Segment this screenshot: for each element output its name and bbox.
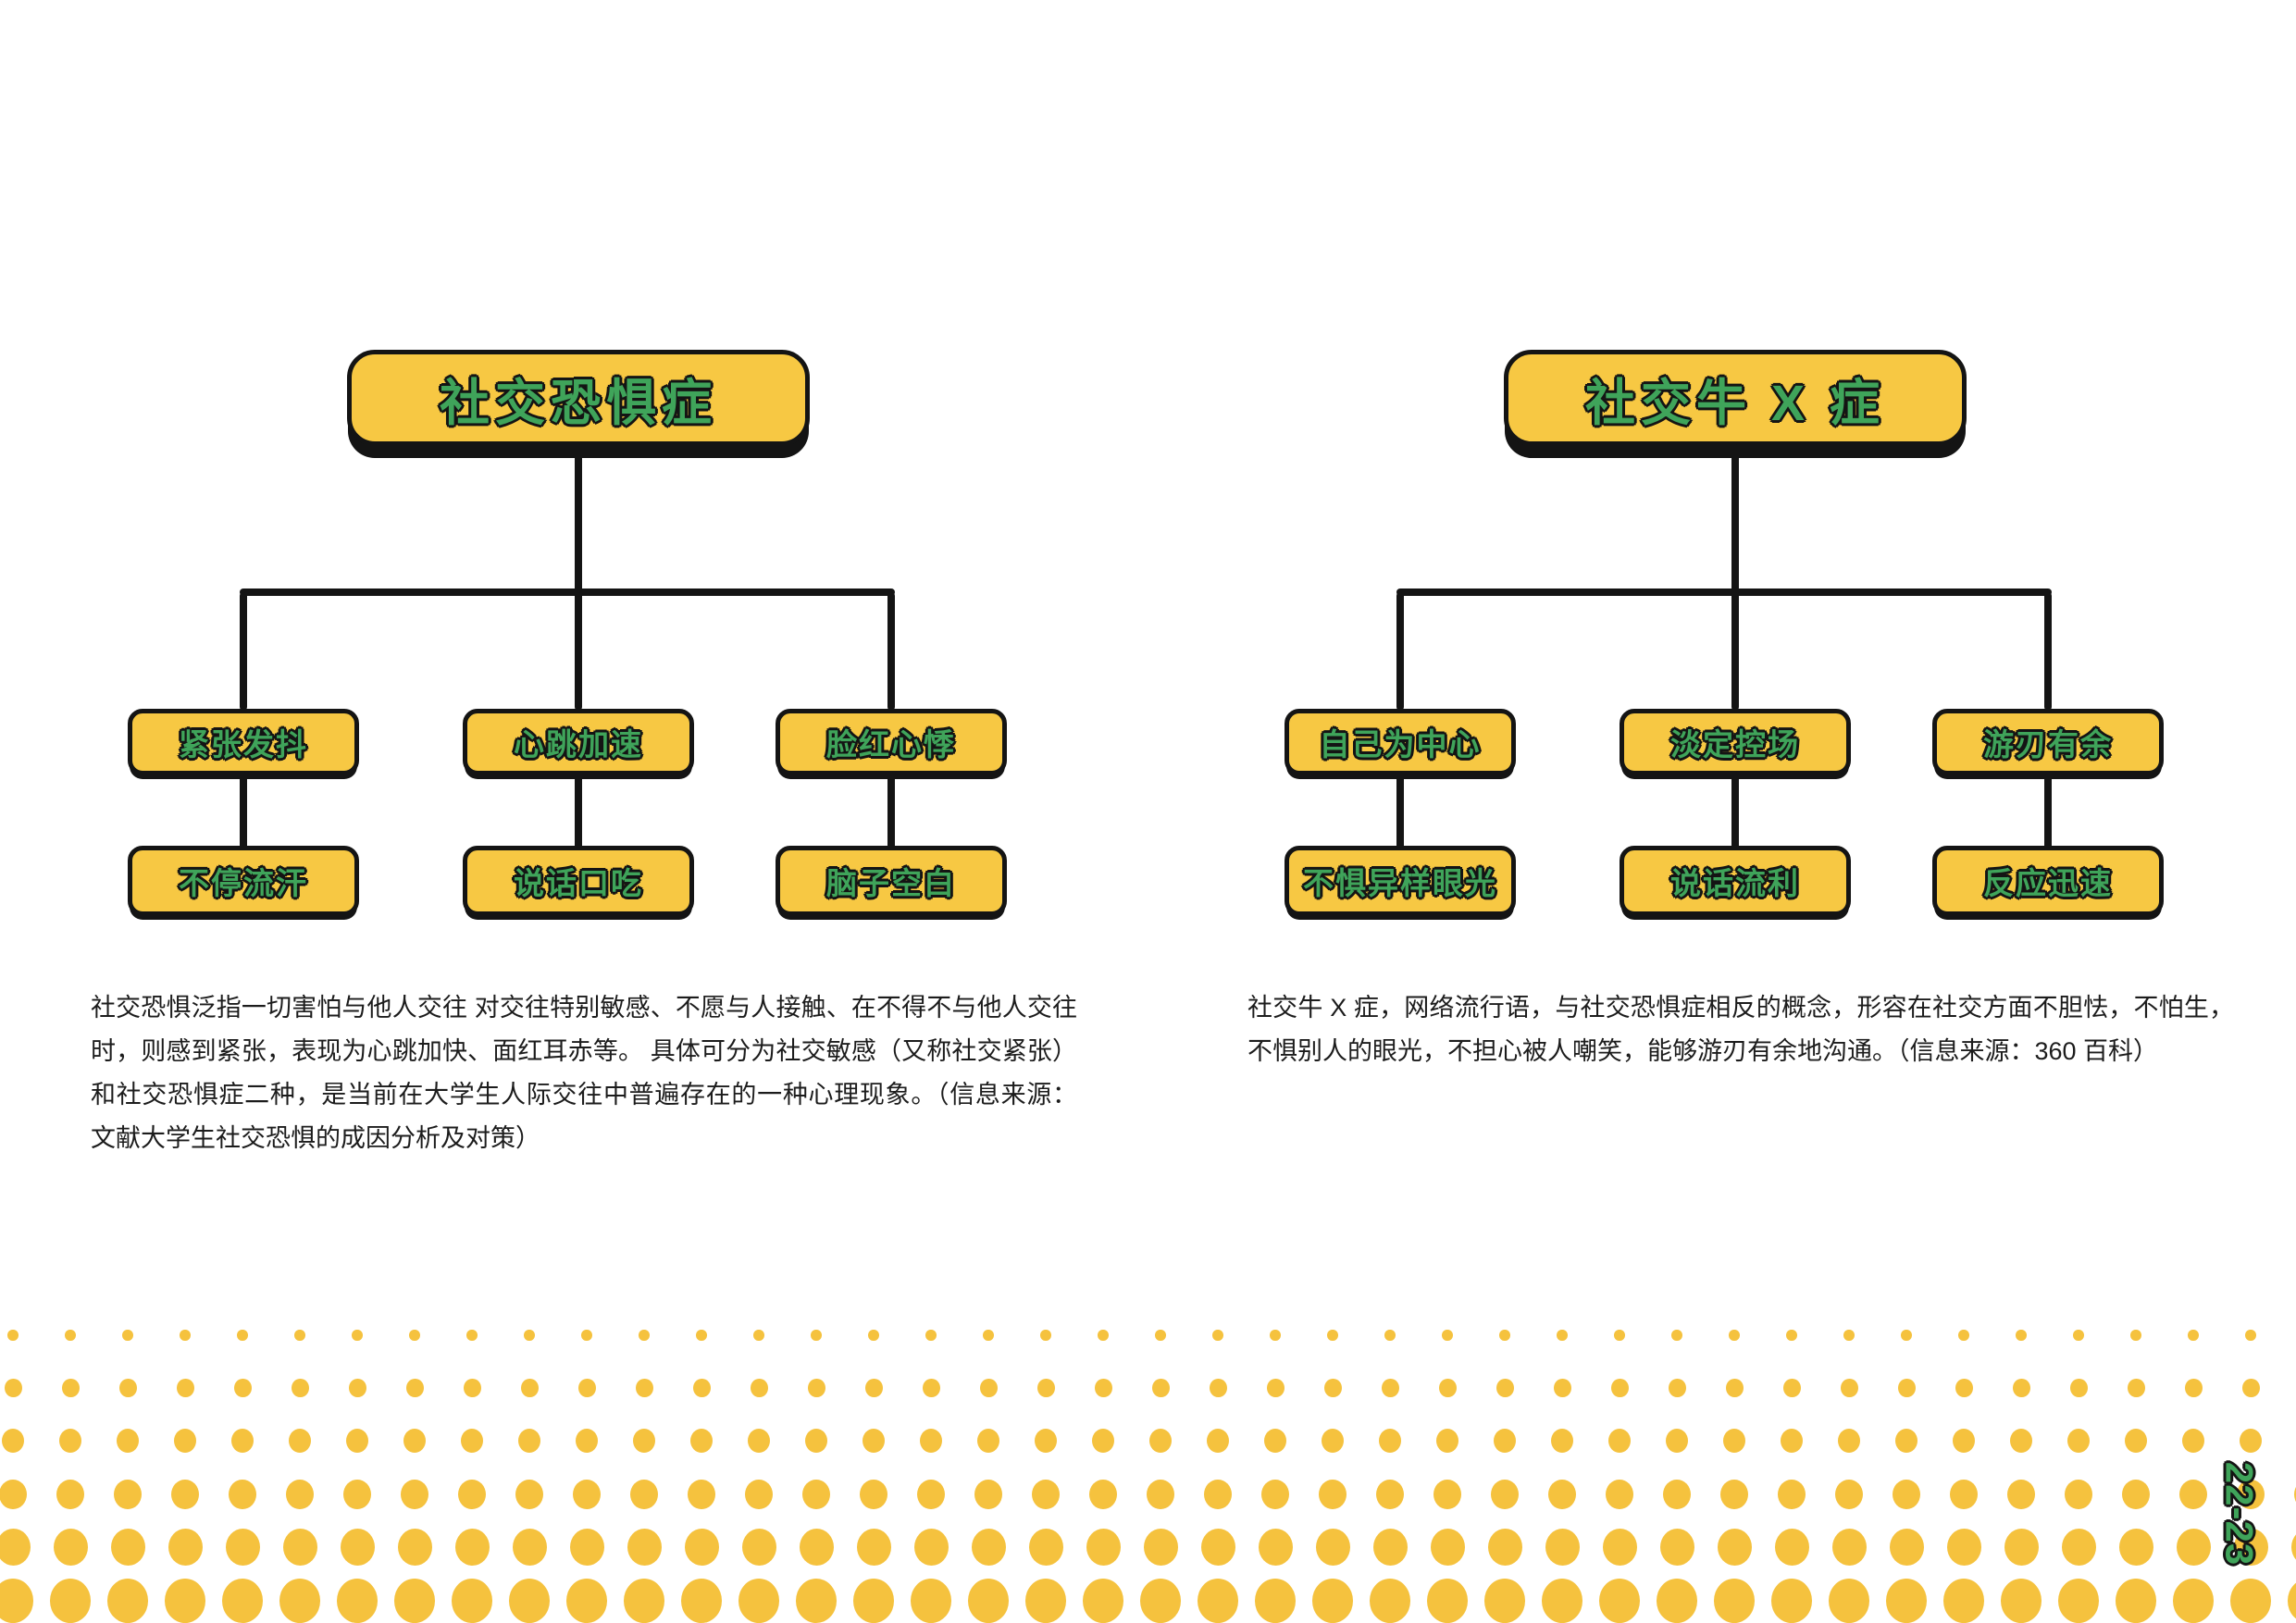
trait-label: 说话流利 <box>1670 866 1800 900</box>
symptom-label: 不停流汗 <box>179 866 308 900</box>
symptom-box: 紧张发抖 <box>128 709 359 775</box>
diagram-social-confidence: 社交牛 X 症 自己为中心 淡定控场 游刃有余 不惧异样眼光 说话流利 反应迅速… <box>1157 0 2296 1623</box>
trait-label: 淡定控场 <box>1670 727 1800 762</box>
connector-horizontal-bar <box>1396 588 2052 596</box>
connector-horizontal-bar <box>240 588 895 596</box>
connector-mid <box>240 772 247 849</box>
connector-stem <box>1731 444 1739 594</box>
symptom-box: 心跳加速 <box>463 709 694 775</box>
diagram-social-phobia: 社交恐惧症 紧张发抖 心跳加速 脸红心悸 不停流汗 说话口吃 脑子空白 社交恐惧… <box>91 350 1077 1152</box>
description-text: 社交牛 X 症，网络流行语，与社交恐惧症相反的概念，形容在社交方面不胆怯，不怕生… <box>1247 994 2234 1065</box>
symptom-box: 脸红心悸 <box>776 709 1007 775</box>
connector-mid <box>887 772 895 849</box>
connector-mid <box>575 772 582 849</box>
diagram-title-box: 社交恐惧症 <box>347 350 810 446</box>
connector-stem <box>575 444 582 594</box>
trait-box: 反应迅速 <box>1932 846 2164 916</box>
trait-box: 自己为中心 <box>1285 709 1516 775</box>
connector-drop <box>575 592 582 711</box>
trait-label: 不惧异样眼光 <box>1303 866 1497 900</box>
connector-drop <box>887 592 895 711</box>
symptom-label: 紧张发抖 <box>179 727 308 762</box>
symptom-label: 心跳加速 <box>514 727 643 762</box>
symptom-box: 脑子空白 <box>776 846 1007 916</box>
trait-label: 游刃有余 <box>1983 727 2113 762</box>
symptom-box: 不停流汗 <box>128 846 359 916</box>
trait-box: 游刃有余 <box>1932 709 2164 775</box>
page-number: 22-23 <box>2217 1461 2262 1567</box>
diagram-title: 社交牛 X 症 <box>1584 375 1886 431</box>
symptom-label: 脸红心悸 <box>826 727 956 762</box>
diagram-title: 社交恐惧症 <box>440 375 717 431</box>
connector-drop <box>1396 592 1404 711</box>
connector-drop <box>1731 592 1739 711</box>
trait-box: 说话流利 <box>1620 846 1851 916</box>
description-text: 社交恐惧泛指一切害怕与他人交往 对交往特别敏感、不愿与人接触、在不得不与他人交往… <box>91 994 1077 1152</box>
trait-box: 淡定控场 <box>1620 709 1851 775</box>
symptom-label: 说话口吃 <box>514 866 643 900</box>
diagram-title-box: 社交牛 X 症 <box>1504 350 1967 446</box>
connector-drop <box>2044 592 2052 711</box>
connector-mid <box>1731 772 1739 849</box>
symptom-box: 说话口吃 <box>463 846 694 916</box>
connector-drop <box>240 592 247 711</box>
trait-label: 自己为中心 <box>1319 727 1482 762</box>
trait-box: 不惧异样眼光 <box>1285 846 1516 916</box>
connector-mid <box>1396 772 1404 849</box>
trait-label: 反应迅速 <box>1983 866 2113 900</box>
symptom-label: 脑子空白 <box>826 866 956 900</box>
connector-mid <box>2044 772 2052 849</box>
